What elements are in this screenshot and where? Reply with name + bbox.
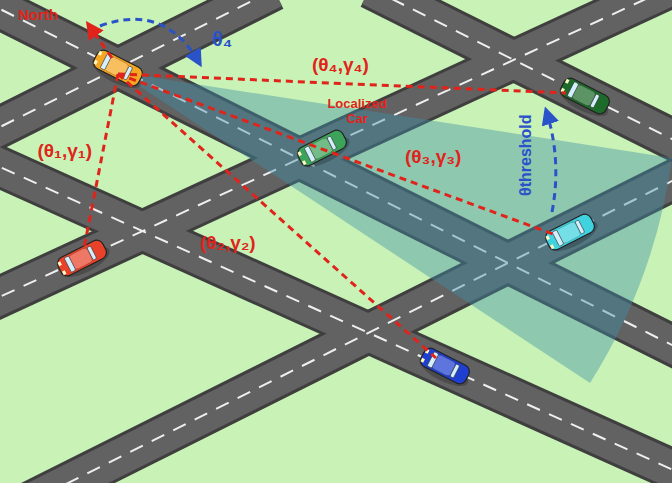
angle-label: θ₄ — [212, 28, 232, 51]
threshold-arc — [546, 110, 556, 212]
measurement-lines — [84, 24, 566, 358]
direction-label: North — [18, 6, 58, 23]
threshold-label: θthreshold — [517, 114, 535, 196]
measurement-label: (θ₄,γ₄) — [312, 54, 369, 76]
angle-arc — [100, 19, 200, 64]
cars — [54, 47, 614, 392]
measurement-label: (θ₁,γ₁) — [38, 140, 93, 162]
measurement-label: (θ₂,γ₂) — [200, 232, 256, 254]
measurement-label: (θ₃,γ₃) — [405, 146, 461, 168]
car-label: Localized Car — [318, 97, 396, 127]
view-sector — [118, 72, 672, 383]
